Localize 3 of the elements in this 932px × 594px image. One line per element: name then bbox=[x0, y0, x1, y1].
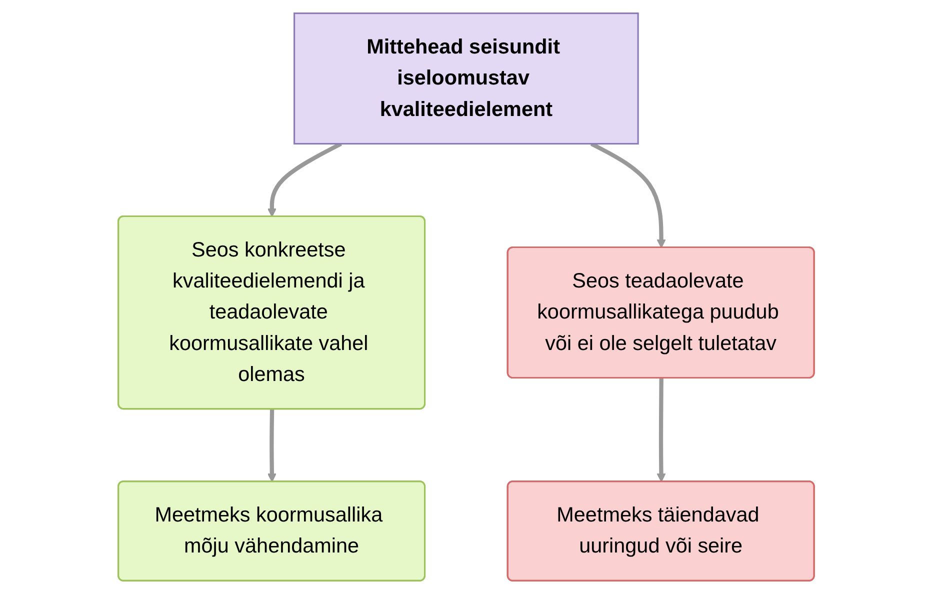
node-box: Mittehead seisundit iseloomustav kvaliteedielement bbox=[293, 12, 639, 145]
arrow bbox=[656, 378, 666, 482]
arrow bbox=[267, 409, 276, 482]
